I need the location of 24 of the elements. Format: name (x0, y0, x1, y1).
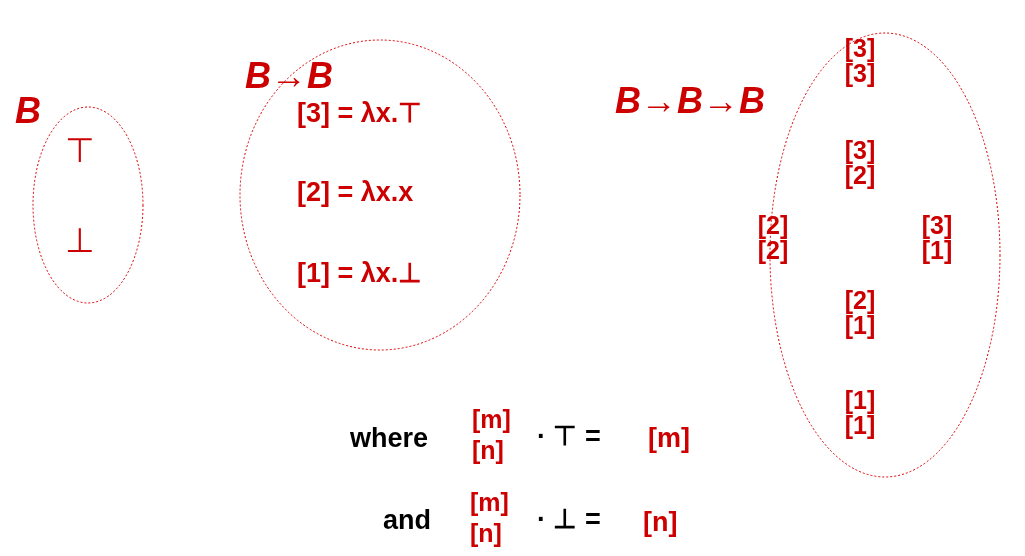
fraction-top: [m] (472, 405, 511, 434)
lattice-element: [2] [2] (756, 213, 790, 263)
type-label: B→B (245, 55, 333, 97)
type-label: B→B→B (615, 80, 765, 122)
lattice-element: ⊤ (65, 130, 95, 170)
word: and (383, 505, 431, 536)
lattice-element: ⊥ (65, 220, 95, 260)
equation: [3] = λx.⊤ (297, 97, 423, 129)
equation: [2] = λx.x (297, 177, 414, 208)
lattice-element: [3] [1] (920, 213, 954, 263)
result: [n] (643, 507, 678, 538)
equation: [1] = λx.⊥ (297, 257, 423, 289)
lattice-element: [1] [1] (843, 388, 877, 438)
word: where (350, 423, 429, 454)
fraction-bottom: [n] (472, 436, 504, 465)
operator: · ⊤ = (537, 420, 601, 452)
type-label: B (15, 90, 41, 132)
lattice-element: [3] [2] (843, 138, 877, 188)
operator: · ⊥ = (537, 503, 601, 535)
fraction-top: [m] (470, 488, 509, 517)
lattice-element: [2] [1] (843, 288, 877, 338)
result: [m] (648, 423, 690, 454)
fraction-bottom: [n] (470, 519, 502, 548)
lattice-element: [3] [3] (843, 36, 877, 86)
